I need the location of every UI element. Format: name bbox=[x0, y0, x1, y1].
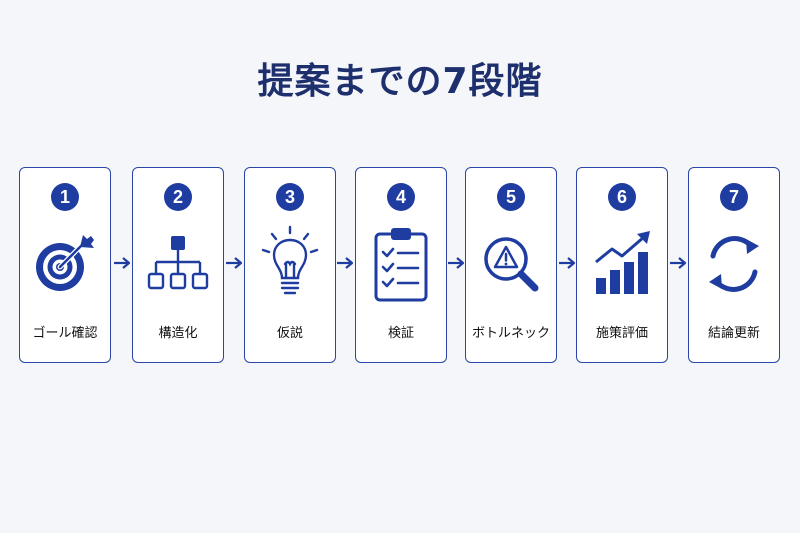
step-label-5: ボトルネック bbox=[471, 326, 550, 341]
arrow-right-icon bbox=[114, 257, 131, 269]
step-label-4: 検証 bbox=[387, 326, 414, 341]
refresh-cycle-icon bbox=[696, 222, 772, 306]
step-number-2: 2 bbox=[164, 183, 192, 211]
target-icon bbox=[27, 222, 103, 306]
diagram-title: 提案までの7段階 bbox=[257, 61, 543, 102]
step-number-3: 3 bbox=[276, 183, 304, 211]
step-label-2: 構造化 bbox=[158, 326, 198, 341]
step-number-7: 7 bbox=[720, 183, 748, 211]
step-number-6: 6 bbox=[608, 183, 636, 211]
step-card-1: 1 ゴール確認 bbox=[19, 167, 111, 363]
step-card-3: 3 仮説 bbox=[244, 167, 336, 363]
arrow-right-icon bbox=[559, 257, 576, 269]
step-number-4: 4 bbox=[387, 183, 415, 211]
step-card-2: 2 構造化 bbox=[132, 167, 224, 363]
hierarchy-icon bbox=[140, 222, 216, 306]
step-label-6: 施策評価 bbox=[595, 326, 648, 341]
arrow-right-icon bbox=[448, 257, 465, 269]
step-card-5: 5 ボトルネック bbox=[465, 167, 557, 363]
lightbulb-icon bbox=[252, 222, 328, 306]
step-card-7: 7 結論更新 bbox=[688, 167, 780, 363]
step-label-3: 仮説 bbox=[276, 326, 303, 341]
step-label-1: ゴール確認 bbox=[32, 326, 98, 341]
arrow-right-icon bbox=[226, 257, 243, 269]
step-number-5: 5 bbox=[497, 183, 525, 211]
warning-magnifier-icon bbox=[473, 222, 549, 306]
step-number-1: 1 bbox=[51, 183, 79, 211]
arrow-right-icon bbox=[670, 257, 687, 269]
step-card-4: 4 検証 bbox=[355, 167, 447, 363]
arrow-right-icon bbox=[337, 257, 354, 269]
step-card-6: 6 施策評価 bbox=[576, 167, 668, 363]
checklist-clipboard-icon bbox=[363, 222, 439, 306]
bar-chart-trend-icon bbox=[584, 222, 660, 306]
step-label-7: 結論更新 bbox=[707, 326, 760, 341]
